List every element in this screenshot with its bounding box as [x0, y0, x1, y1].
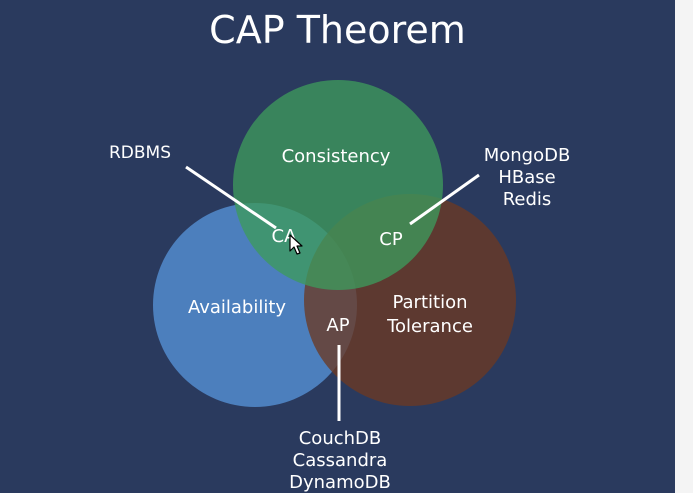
cp-system-mongodb: MongoDB	[483, 145, 571, 166]
partition-tolerance-label: Partition Tolerance	[375, 292, 485, 338]
ap-system-couchdb: CouchDB	[298, 428, 382, 449]
venn-diagram	[153, 80, 516, 421]
ap-label: AP	[326, 315, 350, 336]
slide-title: CAP Theorem	[209, 8, 466, 52]
cp-system-redis: Redis	[502, 189, 552, 210]
ap-system-dynamodb: DynamoDB	[289, 472, 391, 493]
cp-label: CP	[379, 229, 403, 250]
consistency-circle	[233, 80, 443, 290]
ap-systems-list: CouchDB Cassandra DynamoDB	[282, 428, 398, 493]
availability-label: Availability	[187, 297, 287, 318]
ap-system-cassandra: Cassandra	[292, 450, 388, 471]
window-edge	[675, 0, 693, 493]
partition-label-line-2: Tolerance	[387, 316, 473, 337]
consistency-label: Consistency	[281, 146, 391, 167]
rdbms-connector-line	[185, 165, 277, 230]
slide: CAP Theorem Consistency Availability Par…	[0, 0, 675, 493]
mongodb-connector-line	[409, 173, 480, 226]
ca-system-rdbms: RDBMS	[108, 143, 172, 163]
cp-systems-list: MongoDB HBase Redis	[472, 145, 582, 211]
mouse-pointer-icon	[289, 234, 303, 255]
cp-system-hbase: HBase	[498, 167, 556, 188]
partition-label-line-1: Partition	[392, 292, 468, 313]
